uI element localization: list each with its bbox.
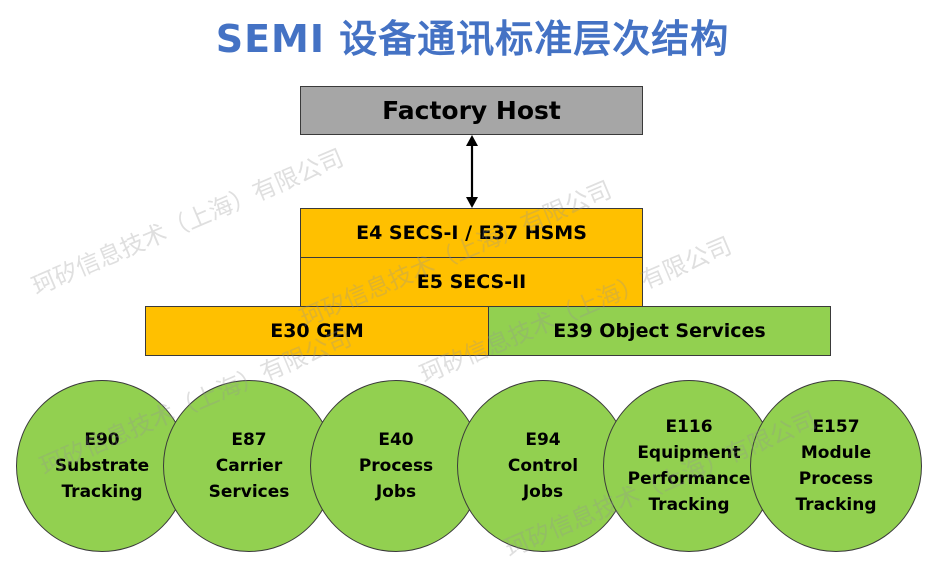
standard-label: E87 Carrier Services <box>208 430 290 502</box>
standard-circle-e116: E116 Equipment Performance Tracking <box>603 380 775 552</box>
standard-circle-e157: E157 Module Process Tracking <box>750 380 922 552</box>
page-title: SEMI 设备通讯标准层次结构 <box>215 17 730 61</box>
standard-label: E94 Control Jobs <box>507 430 579 502</box>
standard-label: E157 Module Process Tracking <box>795 417 877 515</box>
standard-circle-e40: E40 Process Jobs <box>310 380 482 552</box>
object-services-layer: E39 Object Services <box>488 306 831 356</box>
standard-circle-e90: E90 Substrate Tracking <box>16 380 188 552</box>
standard-label: E116 Equipment Performance Tracking <box>627 417 751 515</box>
standard-label: E90 Substrate Tracking <box>54 430 150 502</box>
gem-layer: E30 GEM <box>145 306 489 356</box>
secs-ii-layer: E5 SECS-II <box>300 257 643 307</box>
factory-host-box: Factory Host <box>300 86 643 135</box>
secs-i-hsms-layer: E4 SECS-I / E37 HSMS <box>300 208 643 258</box>
standard-label: E40 Process Jobs <box>358 430 434 502</box>
bidirectional-arrow-icon <box>466 135 478 208</box>
standard-circle-e94: E94 Control Jobs <box>457 380 629 552</box>
